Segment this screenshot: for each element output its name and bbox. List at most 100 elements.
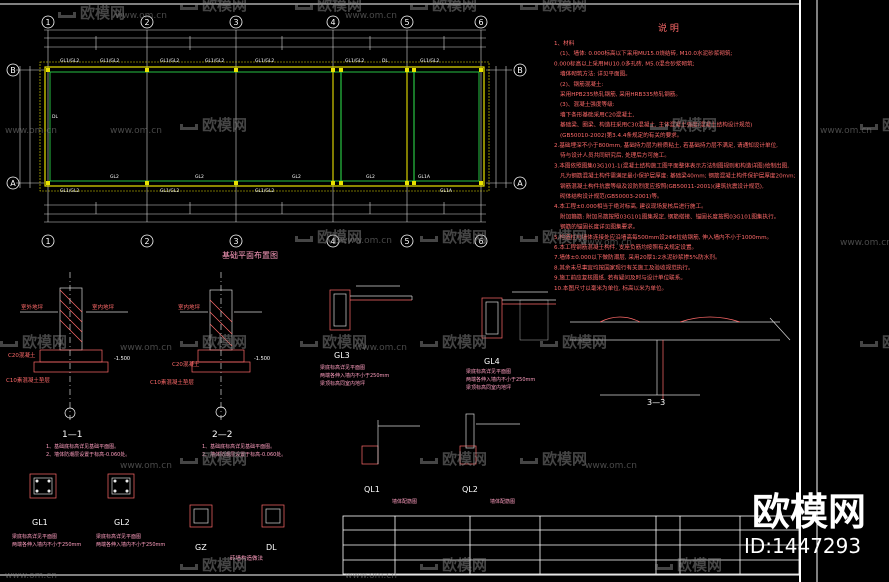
watermark-url: www.om.cn xyxy=(340,236,392,246)
watermark-brand-text: 欧模网 xyxy=(672,116,717,134)
watermark-url: www.om.cn xyxy=(840,238,889,248)
note-line: 5.构造柱与墙体连接处应沿墙高每500mm设2Φ6拉结钢筋, 伸入墙内不小于10… xyxy=(554,233,772,241)
s11-title: 1—1 xyxy=(62,430,82,440)
corner-id-label: ID:1447293 xyxy=(744,534,862,558)
plan-beam-label: GL1A xyxy=(418,174,431,180)
watermark-brand-text: 欧模网 xyxy=(542,0,587,14)
note-line: 待与设计人员共同研究后, 处理后方可施工。 xyxy=(560,151,670,159)
watermark-brand-text: 欧模网 xyxy=(882,333,889,351)
watermark-brand-text: 欧模网 xyxy=(677,556,722,574)
plan-beam-label: GL1/GL2 xyxy=(205,58,224,64)
grid-axis-left-b: B xyxy=(6,63,20,77)
gl3-note-1: 梁底标高详见平面图 xyxy=(320,364,365,371)
watermark-url: www.om.cn xyxy=(115,11,167,21)
sofa-icon xyxy=(180,458,198,464)
plan-beam-label: GL1/GL2 xyxy=(60,188,79,194)
plan-beam-label: GL2 xyxy=(110,174,119,180)
s22-note-2: 2、墙体防潮层设置于标高-0.060处。 xyxy=(202,451,286,458)
grid-axis-top-3: 3 xyxy=(229,15,243,29)
s11-label-elev: -1.500 xyxy=(114,356,130,362)
watermark-url: www.om.cn xyxy=(355,343,407,353)
watermark-brand: 欧模网 xyxy=(650,116,717,134)
gl2-title: GL2 xyxy=(114,518,130,527)
grid-axis-bottom-6: 6 xyxy=(474,234,488,248)
note-line: 墙体砌筑方法: 详见平面图。 xyxy=(560,70,631,78)
note-line: 9.施工前应复核图纸, 若有疑问及时与设计单位联系。 xyxy=(554,274,686,282)
watermark-brand-text: 欧模网 xyxy=(322,333,367,351)
sofa-icon xyxy=(520,4,538,10)
sofa-icon xyxy=(420,341,438,347)
ql1-note: 墙体配筋图 xyxy=(392,498,417,505)
watermark-brand: 欧模网 xyxy=(180,450,247,468)
watermark-brand: 欧模网 xyxy=(410,0,477,14)
sofa-icon xyxy=(520,236,538,242)
watermark-brand-text: 欧模网 xyxy=(202,116,247,134)
watermark-url: www.om.cn xyxy=(580,238,632,248)
grid-axis-top-2: 2 xyxy=(140,15,154,29)
watermark-brand-text: 欧模网 xyxy=(432,0,477,14)
watermark-brand-text: 欧模网 xyxy=(202,333,247,351)
grid-axis-bottom-5-label: 5 xyxy=(404,237,409,246)
watermark-url: www.om.cn xyxy=(345,11,397,21)
ql2-note: 墙体配筋图 xyxy=(490,498,515,505)
section-1-1: 室外地坪 室内地坪 C20混凝土 C10素混凝土垫层 -1.500 1—1 1、… xyxy=(6,272,130,458)
watermark-brand: 欧模网 xyxy=(295,0,362,14)
watermark-url: www.om.cn xyxy=(120,461,172,471)
s11-label-c10: C10素混凝土垫层 xyxy=(6,376,50,384)
s22-title: 2—2 xyxy=(212,430,232,440)
sofa-icon xyxy=(180,4,198,10)
s11-label-outdoor: 室外地坪 xyxy=(21,303,44,311)
grid-axis-top-1-label: 1 xyxy=(45,18,50,27)
note-line: 4.本工程±0.000相当于绝对标高, 建议现场复核后进行施工。 xyxy=(554,202,707,210)
note-line: 采用HPB235热轧钢筋, 采用HRB335热轧钢筋。 xyxy=(560,90,681,98)
grid-axis-left-a-label: A xyxy=(10,179,16,188)
grid-axis-bottom-1-label: 1 xyxy=(45,237,50,246)
ql1-title: QL1 xyxy=(364,485,380,494)
plan-beam-label: DL xyxy=(382,58,388,64)
watermark-brand-text: 欧模网 xyxy=(562,333,607,351)
watermark-brand-text: 欧模网 xyxy=(317,0,362,14)
grid-axis-top-5: 5 xyxy=(400,15,414,29)
s22-label-c20: C20混凝土 xyxy=(172,360,200,368)
watermark-brand: 欧模网 xyxy=(860,333,889,351)
detail-gz: GZ xyxy=(189,504,213,552)
detail-gl3: GL3 梁底标高详见平面图 两端各伸入墙内不小于250mm 梁顶标高同室内地坪 xyxy=(320,285,413,387)
note-line: 7.墙体±0.000以下做防潮层, 采用20厚1:2水泥砂浆掺5%防水剂。 xyxy=(554,253,720,261)
note-line: 2.基础埋深不小于800mm, 基础持力层为粉质粘土, 若基础持力层不满足, 请… xyxy=(554,141,778,149)
note-line: (2)、钢筋混凝土: xyxy=(560,80,603,88)
corner-brand-logo: 欧模网 xyxy=(752,490,867,534)
watermark-brand: 欧模网 xyxy=(58,4,125,22)
gl2-note-1: 梁底标高详见平面图 xyxy=(96,533,141,540)
plan-beam-label: GL1/GL2 xyxy=(160,188,179,194)
watermark-brand: 欧模网 xyxy=(180,116,247,134)
watermark-brand: 欧模网 xyxy=(300,333,367,351)
watermark-brand-text: 欧模网 xyxy=(442,556,487,574)
grid-axis-top-4: 4 xyxy=(326,15,340,29)
s33-title: 3—3 xyxy=(647,398,665,407)
watermark-brand: 欧模网 xyxy=(420,450,487,468)
grid-axis-bottom-3-label: 3 xyxy=(233,237,238,246)
gl4-title: GL4 xyxy=(484,357,500,366)
s22-label-indoor: 室内地坪 xyxy=(178,303,201,311)
note-line: 3.本图依照图集03G101-1(混凝土结构施工图平面整体表示方法制图规则和构造… xyxy=(554,161,789,169)
note-line: 1、材料 xyxy=(554,39,575,47)
gl1-note-1: 梁底标高详见平面图 xyxy=(12,533,57,540)
watermark-brand-text: 欧模网 xyxy=(22,333,67,351)
plan-beam-label: GL2 xyxy=(195,174,204,180)
watermark-brand: 欧模网 xyxy=(520,228,587,246)
gl4-note-1: 梁底标高详见平面图 xyxy=(466,368,511,375)
grid-axis-bottom-2-label: 2 xyxy=(144,237,149,246)
s22-label-elev: -1.500 xyxy=(254,356,270,362)
detail-gl1: GL1 梁底标高详见平面图 两端各伸入墙内不小于250mm xyxy=(12,473,81,548)
grid-axis-right-b-label: B xyxy=(517,66,523,75)
gl4-note-2: 两端各伸入墙内不小于250mm xyxy=(466,376,535,383)
grid-axis-left-a: A xyxy=(6,176,20,190)
title-block xyxy=(342,515,800,575)
sofa-icon xyxy=(180,341,198,347)
watermark-brand-text: 欧模网 xyxy=(542,228,587,246)
watermark-url: www.om.cn xyxy=(345,571,397,581)
plan-beam-label: GL1/GL2 xyxy=(255,188,274,194)
sofa-icon xyxy=(520,458,538,464)
watermark-brand: 欧模网 xyxy=(0,333,67,351)
